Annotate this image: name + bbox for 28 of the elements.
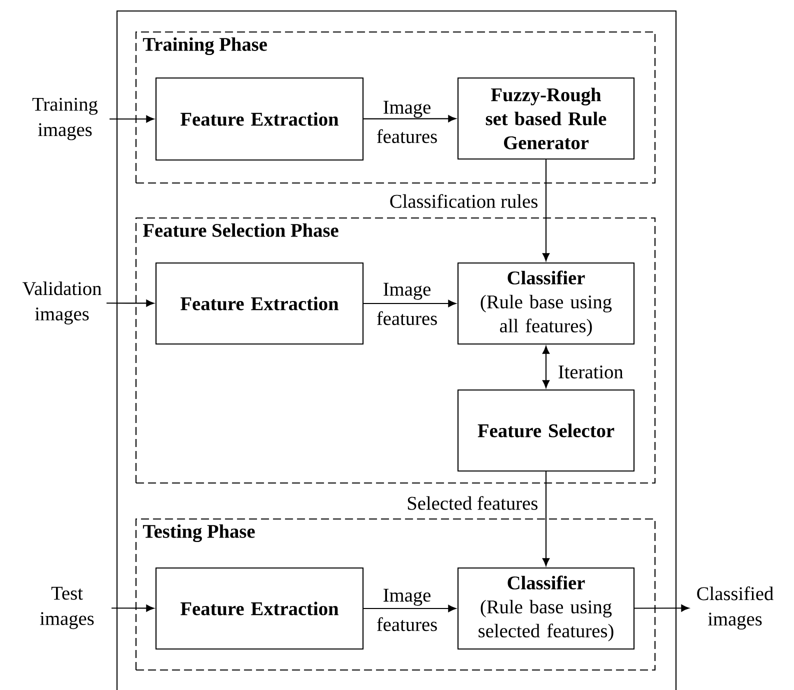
arrow [364, 115, 456, 122]
edge-label: Image features [377, 588, 437, 632]
arrow [634, 604, 690, 612]
process-box: Fuzzy-Rough set based Rule Generator [457, 77, 635, 160]
input-label: Classified images [697, 586, 774, 630]
arrow [106, 300, 154, 307]
arrow [112, 604, 154, 612]
arrow [364, 604, 456, 612]
edge-label: Classification rules [390, 194, 538, 208]
arrow [110, 115, 154, 123]
process-box: Feature Extraction [155, 262, 364, 345]
edge-label: Iteration [558, 366, 624, 378]
process-box: Feature Selector [457, 389, 635, 472]
process-box: Classifier (Rule base using all features) [457, 262, 635, 345]
arrow [542, 346, 550, 388]
edge-label: Image features [377, 100, 437, 144]
input-label: Validation images [22, 282, 102, 324]
arrow [364, 300, 456, 308]
process-box: Classifier (Rule base using selected features) [457, 567, 635, 650]
input-label: Training images [32, 98, 98, 140]
edge-label: Selected features [408, 496, 538, 510]
process-box: Feature Extraction [155, 567, 364, 650]
outer-frame [116, 10, 677, 690]
process-box: Feature Extraction [155, 77, 364, 161]
arrow [542, 472, 550, 566]
arrow [542, 160, 550, 262]
edge-label: Image features [377, 282, 437, 326]
input-label: Test images [40, 586, 94, 630]
